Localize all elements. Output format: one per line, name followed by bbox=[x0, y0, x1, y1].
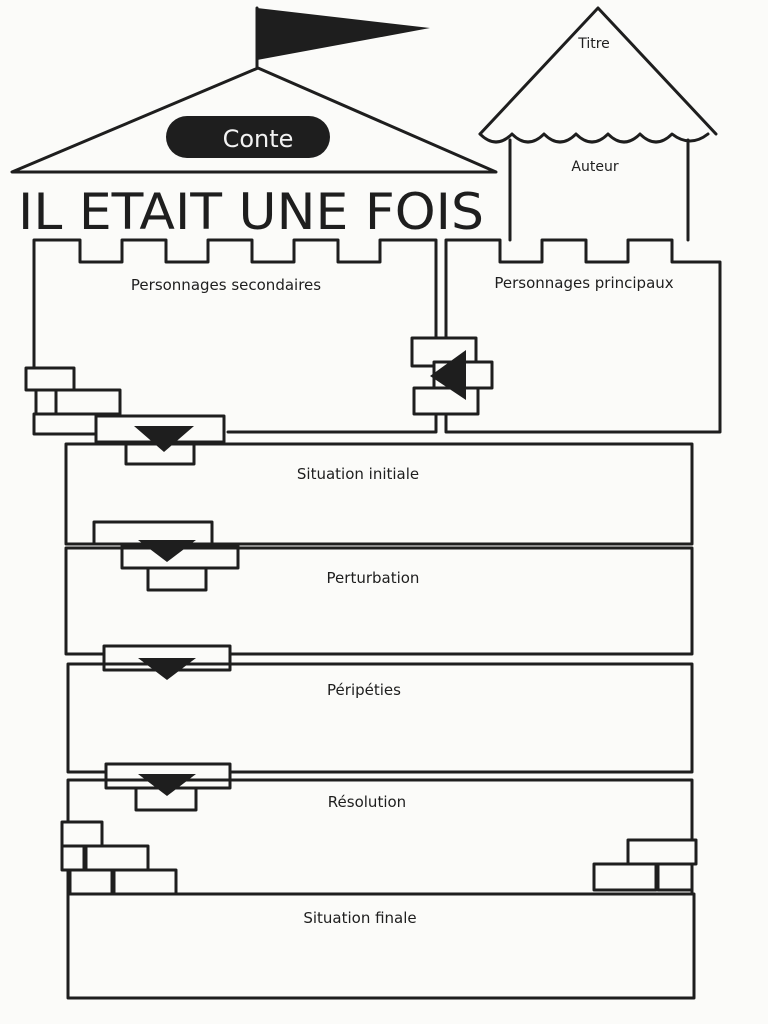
bricks-lower-right bbox=[592, 838, 698, 892]
tower-roof-label: Titre bbox=[577, 36, 610, 52]
section-peripeties bbox=[66, 662, 694, 774]
section-resolution-label: Résolution bbox=[328, 793, 406, 811]
tower bbox=[478, 6, 718, 242]
house-roof bbox=[10, 66, 498, 174]
section-perturbation-label: Perturbation bbox=[327, 569, 420, 587]
room-main bbox=[444, 238, 722, 434]
left-arrow-icon bbox=[430, 350, 466, 400]
roof-badge bbox=[166, 116, 330, 158]
brick-connector-2c bbox=[146, 566, 208, 592]
room-secondary-label: Personnages secondaires bbox=[131, 276, 321, 294]
section-initial bbox=[64, 442, 694, 546]
section-initial-label: Situation initiale bbox=[297, 465, 419, 483]
down-arrow-icon bbox=[134, 426, 194, 452]
room-secondary bbox=[32, 238, 438, 434]
tower-body-label: Auteur bbox=[571, 159, 618, 175]
section-peripeties-label: Péripéties bbox=[327, 681, 401, 699]
bricks-upper-left bbox=[24, 366, 122, 436]
down-arrow-icon bbox=[138, 540, 196, 562]
bricks-lower-left bbox=[60, 820, 178, 896]
section-perturbation bbox=[64, 546, 694, 656]
section-final bbox=[66, 892, 696, 1000]
page-title: IL ETAIT UNE FOIS bbox=[18, 183, 484, 241]
flag-icon bbox=[255, 6, 430, 70]
roof-badge-label: Conte bbox=[223, 125, 294, 153]
section-final-label: Situation finale bbox=[303, 909, 416, 927]
room-main-label: Personnages principaux bbox=[494, 274, 673, 292]
